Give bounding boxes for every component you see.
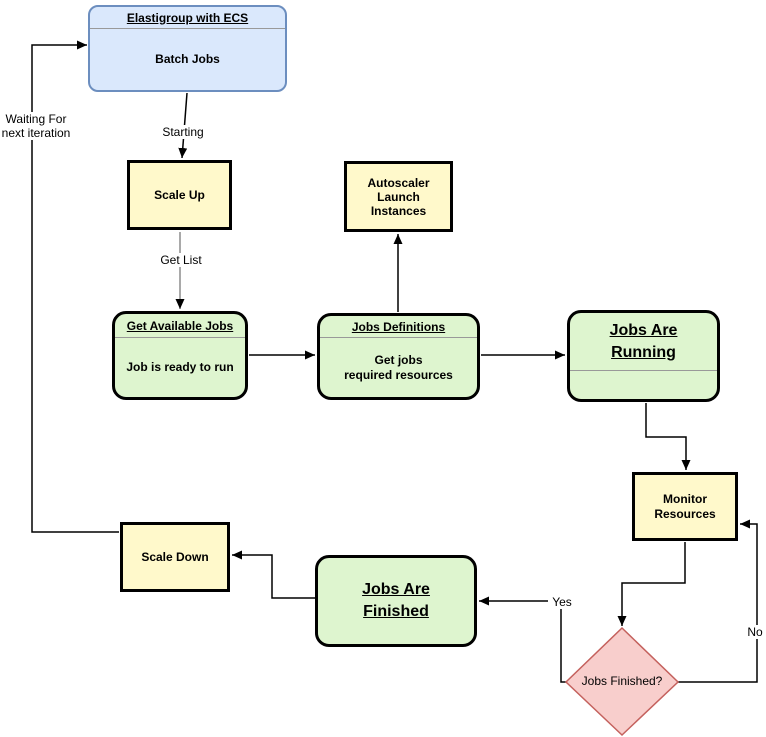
node-body: Get jobs required resources xyxy=(344,352,453,382)
node-jobs-are-running[interactable]: Jobs Are Running xyxy=(567,310,720,402)
edge-label-starting: Starting xyxy=(154,125,212,139)
edge-label-get-list: Get List xyxy=(152,253,210,267)
edge-no-loop xyxy=(678,519,758,683)
node-title: Get Available Jobs xyxy=(115,314,245,338)
node-get-available-jobs[interactable]: Get Available Jobs Job is ready to run xyxy=(112,311,248,400)
node-label: Monitor Resources xyxy=(654,491,716,521)
node-body xyxy=(570,371,717,399)
edge-label-no: No xyxy=(744,625,766,639)
node-jobs-finished-decision[interactable] xyxy=(564,626,680,737)
edge-running-to-monitor xyxy=(645,403,691,470)
edge-label-yes: Yes xyxy=(548,595,576,609)
node-jobs-definitions[interactable]: Jobs Definitions Get jobs required resou… xyxy=(317,313,480,400)
node-scale-up[interactable]: Scale Up xyxy=(127,160,232,230)
node-label: Scale Down xyxy=(141,549,209,564)
node-label: Scale Up xyxy=(154,187,205,202)
node-jobs-are-finished[interactable]: Jobs Are Finished xyxy=(315,555,477,647)
node-body: Job is ready to run xyxy=(126,360,234,374)
edge-monitor-to-decision xyxy=(617,542,686,626)
decision-label: Jobs Finished? xyxy=(581,674,663,688)
edge-finished-to-scale-down xyxy=(232,550,315,599)
node-monitor-resources[interactable]: Monitor Resources xyxy=(632,472,738,541)
node-title: Jobs Definitions xyxy=(320,316,477,338)
node-title: Elastigroup with ECS xyxy=(90,7,285,29)
node-label: Autoscaler Launch Instances xyxy=(367,175,430,218)
edge-label-waiting: Waiting For next iteration xyxy=(0,112,72,140)
node-elastigroup-batch-jobs[interactable]: Elastigroup with ECS Batch Jobs xyxy=(88,5,287,92)
edge-yes xyxy=(479,596,566,683)
edge-waiting-loop xyxy=(31,40,119,533)
node-body: Batch Jobs xyxy=(155,52,220,66)
node-title: Jobs Are Running xyxy=(570,313,717,371)
node-title: Jobs Are Finished xyxy=(362,581,430,620)
node-autoscaler-launch-instances[interactable]: Autoscaler Launch Instances xyxy=(344,161,453,232)
node-scale-down[interactable]: Scale Down xyxy=(120,522,230,592)
